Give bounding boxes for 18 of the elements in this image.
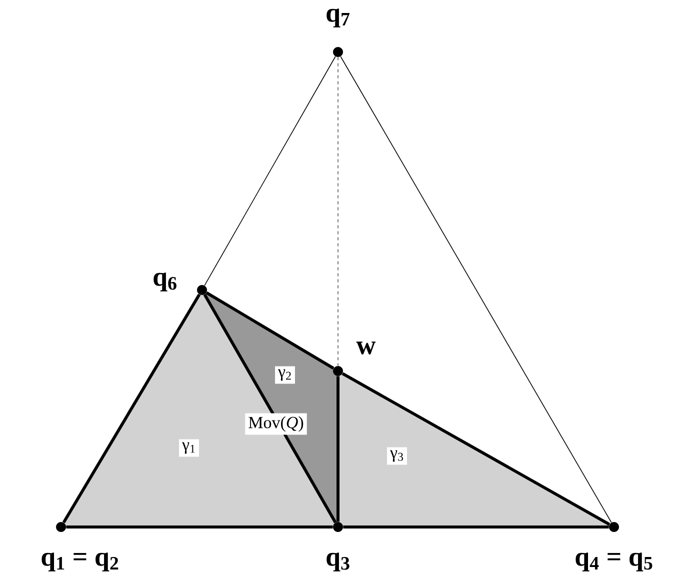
region-label: γ$_{2}$ — [275, 366, 295, 384]
line — [66, 526, 333, 528]
line — [342, 372, 610, 526]
region-label: γ$_{1}$ — [179, 439, 199, 457]
line — [340, 56, 612, 523]
line — [336, 376, 340, 522]
line — [204, 56, 336, 286]
line — [343, 526, 609, 528]
point-label: q$_{1}$ = q$_{2}$ — [42, 552, 118, 572]
point-label: q$_{6}$ — [154, 272, 176, 292]
line — [62, 294, 201, 524]
region-label: γ$_{3}$ — [387, 447, 407, 465]
point-label: w — [356, 342, 376, 354]
point-label: q$_{7}$ — [326, 8, 350, 28]
region-label: Mov(Q) — [245, 413, 307, 435]
point-label: q$_{4}$ = q$_{5}$ — [576, 552, 652, 572]
line — [206, 291, 334, 370]
point-label: q$_{3}$ — [326, 552, 350, 572]
